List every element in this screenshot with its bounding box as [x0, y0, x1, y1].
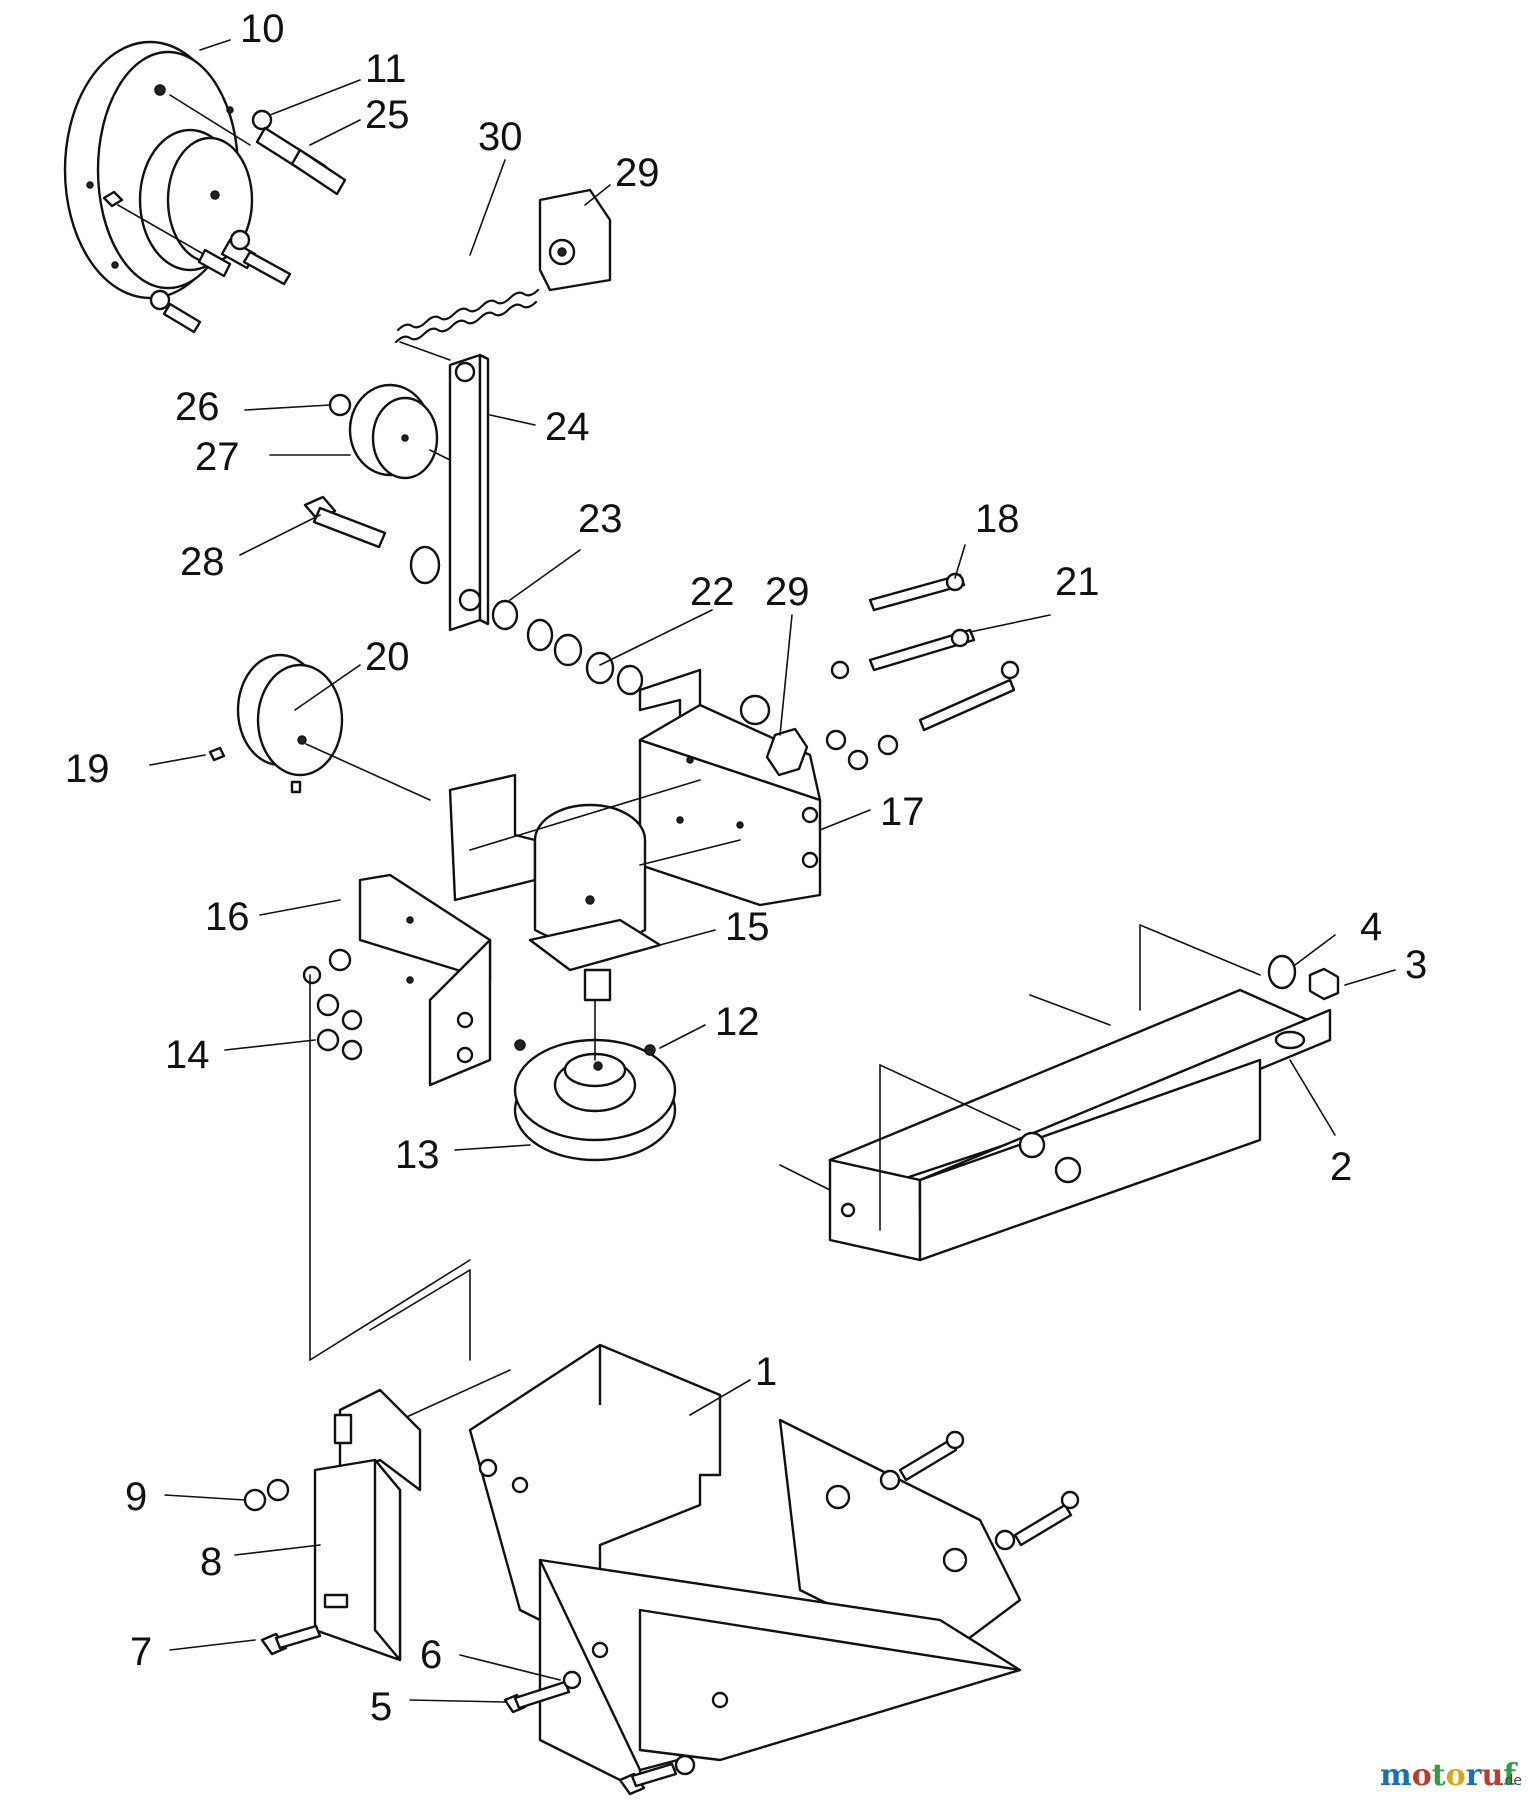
part-14-nuts	[302, 948, 363, 1361]
callout-9: 9	[125, 1475, 147, 1519]
callout-18: 18	[975, 497, 1020, 541]
part-18-21-bolts	[739, 572, 1020, 777]
part-28-bolt	[303, 495, 441, 585]
callout-19: 19	[65, 747, 110, 791]
part-13-lower-pulley	[513, 999, 677, 1162]
callout-26: 26	[175, 385, 220, 429]
leader-lines	[149, 39, 1396, 1703]
callout-1: 1	[755, 1350, 777, 1394]
part-1-main-housing	[468, 1343, 1022, 1792]
part-23-22-washers	[491, 599, 644, 696]
part-20-pulley	[236, 653, 431, 801]
part-15-motor-housing	[448, 773, 741, 1002]
part-3-4-nut-washer	[1267, 954, 1340, 1001]
callout-17: 17	[880, 790, 925, 834]
callout-27: 27	[195, 435, 240, 479]
callout-12: 12	[715, 1000, 760, 1044]
watermark-letter: f	[1503, 1758, 1518, 1793]
part-2-lower-bracket	[779, 924, 1332, 1262]
part-30-spring	[394, 269, 551, 361]
callout-29-top: 29	[615, 151, 660, 195]
assembly-guide-lines	[309, 1259, 511, 1421]
callout-23: 23	[578, 497, 623, 541]
callout-5: 5	[370, 1685, 392, 1729]
watermark-text: motoruf	[1380, 1758, 1518, 1793]
part-19-pin	[208, 746, 226, 762]
watermark-letter: r	[1466, 1758, 1483, 1793]
watermark-suffix: .de	[1500, 1773, 1522, 1789]
callout-21: 21	[1055, 560, 1100, 604]
part-10-flange-disc	[63, 40, 254, 300]
callout-30: 30	[478, 115, 523, 159]
callout-13: 13	[395, 1133, 440, 1177]
watermark-letter: m	[1380, 1758, 1412, 1793]
callout-3: 3	[1405, 943, 1427, 987]
callout-25: 25	[365, 93, 410, 137]
callout-7: 7	[130, 1630, 152, 1674]
callout-22: 22	[690, 570, 735, 614]
callout-8: 8	[200, 1540, 222, 1584]
callout-6: 6	[420, 1633, 442, 1677]
callout-16: 16	[205, 895, 250, 939]
callout-11: 11	[365, 47, 407, 91]
callout-20: 20	[365, 635, 410, 679]
part-29-bracket-plate	[538, 188, 612, 292]
callout-2: 2	[1330, 1145, 1352, 1189]
watermark-letter: t	[1432, 1758, 1446, 1793]
watermark-letter: o	[1446, 1758, 1466, 1793]
part-8-bracket	[313, 1388, 422, 1662]
callout-4: 4	[1360, 905, 1382, 949]
callout-10: 10	[240, 7, 285, 51]
part-16-side-plate	[358, 873, 492, 1087]
part-26-27-roller	[328, 383, 451, 480]
callout-29-mid: 29	[765, 570, 810, 614]
callout-14: 14	[165, 1033, 210, 1077]
watermark-logo: motoruf .de	[1380, 1758, 1522, 1793]
watermark-letter: u	[1481, 1758, 1503, 1793]
callout-24: 24	[545, 405, 590, 449]
callout-28: 28	[180, 540, 225, 584]
part-17-main-bracket	[638, 668, 822, 907]
callout-labels: 10 11 25 30 29 26 27 24 28 23 18 22 29 2…	[65, 7, 1427, 1729]
watermark-letter: o	[1412, 1758, 1432, 1793]
part-5-6-7-9-bolts	[243, 1430, 1080, 1796]
callout-15: 15	[725, 905, 770, 949]
part-10-bolts	[102, 94, 347, 334]
part-24-arm	[448, 353, 490, 632]
